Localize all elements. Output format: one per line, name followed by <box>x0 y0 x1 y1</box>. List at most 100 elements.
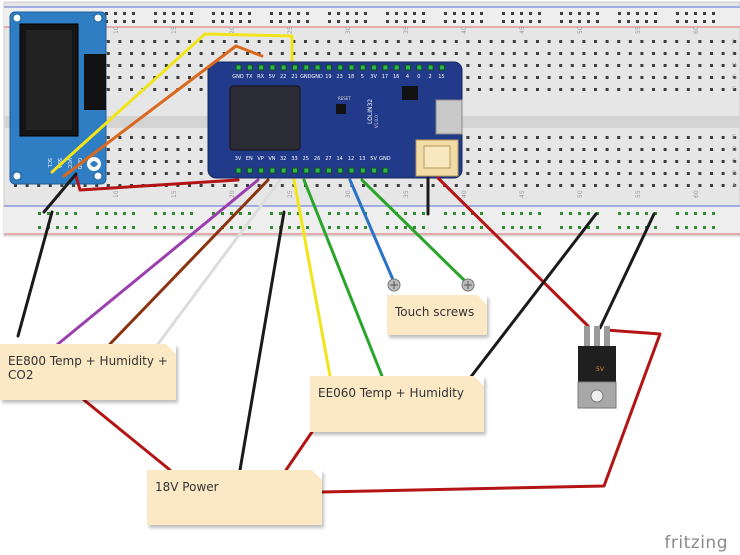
header-pin <box>246 167 253 174</box>
header-pin <box>359 167 366 174</box>
column-number: 45 <box>519 26 526 34</box>
note-text: EE060 Temp + Humidity <box>318 386 464 400</box>
column-number: 25 <box>287 190 294 198</box>
fritzing-logo: fritzing <box>664 533 728 553</box>
oled-pin-label: SCL <box>46 158 52 168</box>
pin-label: GND <box>379 156 391 162</box>
wire-green-touch <box>360 178 468 284</box>
pin-label: GND <box>300 74 312 80</box>
pin-label: VP <box>257 156 263 162</box>
column-number: 45 <box>519 190 526 198</box>
touch-screw-right <box>461 278 475 292</box>
column-number: 20 <box>229 190 236 198</box>
column-number: 30 <box>345 26 352 34</box>
pin-label: 17 <box>382 74 388 80</box>
pin-label: 5V <box>370 156 377 162</box>
pin-label: 19 <box>325 74 331 80</box>
header-pin <box>371 167 378 174</box>
pin-label: 22 <box>280 74 286 80</box>
column-number: 55 <box>635 190 642 198</box>
row-letter: G <box>732 74 737 81</box>
touch-screw-left <box>387 278 401 292</box>
note-text: 18V Power <box>155 480 219 494</box>
wire-black-ee060 <box>468 212 598 380</box>
header-pin <box>325 64 332 71</box>
note-ee060: EE060 Temp + Humidity <box>310 376 484 432</box>
pin-label: 4 <box>406 74 409 80</box>
column-number: 15 <box>171 190 178 198</box>
pin-label: 2 <box>429 74 432 80</box>
pin-label: VN <box>268 156 275 162</box>
note-text: Touch screws <box>395 305 475 319</box>
column-number: 50 <box>577 26 584 34</box>
column-number: 35 <box>403 26 410 34</box>
column-number: 50 <box>577 190 584 198</box>
header-pin <box>258 64 265 71</box>
header-pin <box>325 167 332 174</box>
wire-purple-ee800 <box>56 178 260 346</box>
header-pin <box>337 167 344 174</box>
row-letter: E <box>732 134 736 141</box>
pin-label: GND <box>311 74 323 80</box>
pin-label: 12 <box>348 156 354 162</box>
oled-pin-label: VCC <box>66 158 72 169</box>
row-letter: B <box>732 170 736 177</box>
header-pin <box>246 64 253 71</box>
pin-label: 16 <box>393 74 399 80</box>
pin-label: 3V <box>235 156 242 162</box>
pin-label: 32 <box>280 156 286 162</box>
header-pin <box>258 167 265 174</box>
pin-label: 5 <box>361 74 364 80</box>
pin-label: 27 <box>325 156 331 162</box>
row-letter: H <box>732 62 737 69</box>
note-ee800: EE800 Temp + Humidity + CO2 <box>0 344 176 400</box>
wire-brown-ee800 <box>108 178 270 346</box>
wire-black-ee800 <box>16 210 54 338</box>
wire-yellow-ee060 <box>292 178 332 378</box>
oled-pin-label: SDA <box>56 158 62 169</box>
wire-red-ee060-power <box>284 430 314 472</box>
header-pin <box>280 167 287 174</box>
pin-label: 21 <box>291 74 297 80</box>
header-pin <box>393 64 400 71</box>
wire-green-ee060 <box>302 178 384 378</box>
pin-label: 14 <box>337 156 343 162</box>
wire-yellow-oled <box>50 32 294 174</box>
note-text: EE800 Temp + Humidity + CO2 <box>8 354 168 382</box>
row-letter: A <box>732 182 737 189</box>
header-pin <box>382 64 389 71</box>
column-number: 40 <box>461 26 468 34</box>
column-number: 35 <box>403 190 410 198</box>
wire-red-regulator-power <box>320 328 662 494</box>
header-pin <box>348 64 355 71</box>
column-number: 55 <box>635 26 642 34</box>
reset-label: RESET <box>338 96 351 101</box>
pin-label: RX <box>257 74 264 80</box>
wires <box>16 32 662 494</box>
column-number: 60 <box>693 26 700 34</box>
column-number: 30 <box>345 190 352 198</box>
header-pin <box>438 64 445 71</box>
wire-red-ee800-power <box>82 398 172 472</box>
row-letter: C <box>732 158 736 165</box>
header-pin <box>269 64 276 71</box>
header-pin <box>427 64 434 71</box>
wire-white-ee800 <box>156 178 282 346</box>
pin-label: 23 <box>337 74 343 80</box>
column-number: 40 <box>461 190 468 198</box>
note-touch-screws: Touch screws <box>387 295 487 335</box>
pin-label: 15 <box>438 74 444 80</box>
header-pin <box>303 64 310 71</box>
pin-label: 26 <box>314 156 320 162</box>
column-number: 10 <box>113 190 120 198</box>
header-pin <box>314 64 321 71</box>
header-pin <box>416 64 423 71</box>
pin-label: 25 <box>303 156 309 162</box>
column-number: 25 <box>287 26 294 34</box>
wire-red-regulator <box>436 176 590 328</box>
column-number: 10 <box>113 26 120 34</box>
wire-black-oled <box>42 172 78 214</box>
